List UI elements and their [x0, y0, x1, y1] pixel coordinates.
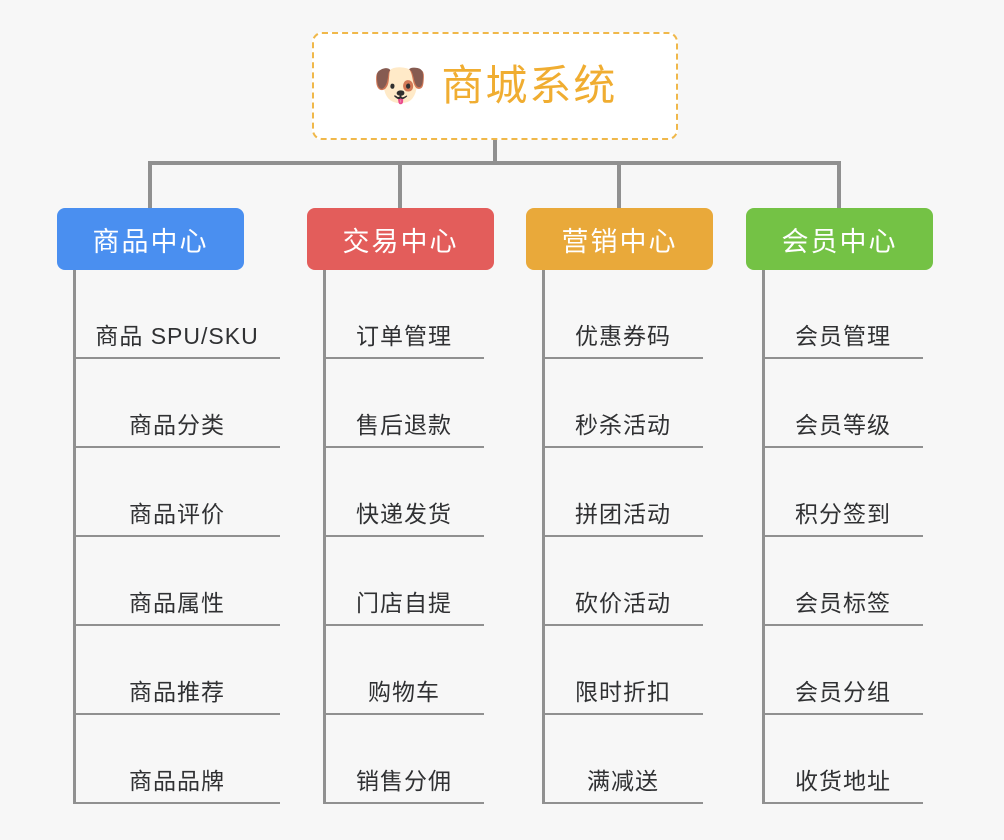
dog-face-icon: 🐶 — [372, 61, 428, 110]
child-item[interactable]: 会员等级 — [763, 359, 923, 448]
child-item[interactable]: 商品推荐 — [74, 626, 280, 715]
child-item[interactable]: 快递发货 — [324, 448, 484, 537]
category-node-product-center[interactable]: 商品中心 — [57, 208, 244, 270]
child-item-label: 快递发货 — [356, 501, 452, 527]
drop-line-trade-center — [398, 161, 402, 209]
child-list-marketing-center: 优惠券码秒杀活动拼团活动砍价活动限时折扣满减送 — [526, 270, 713, 804]
category-column-member-center: 会员中心会员管理会员等级积分签到会员标签会员分组收货地址 — [746, 208, 933, 804]
child-item[interactable]: 积分签到 — [763, 448, 923, 537]
branch-spine-line — [323, 270, 326, 804]
child-item-label: 商品品牌 — [129, 768, 225, 794]
child-item-label: 商品评价 — [129, 501, 225, 527]
child-item-label: 满减送 — [587, 768, 659, 794]
child-item[interactable]: 商品属性 — [74, 537, 280, 626]
branch-spine-line — [762, 270, 765, 804]
child-item[interactable]: 商品 SPU/SKU — [74, 270, 280, 359]
child-item[interactable]: 会员分组 — [763, 626, 923, 715]
child-item-label: 积分签到 — [795, 501, 891, 527]
category-label: 交易中心 — [342, 226, 459, 257]
child-item-label: 砍价活动 — [575, 590, 671, 616]
drop-line-marketing-center — [617, 161, 621, 209]
category-node-marketing-center[interactable]: 营销中心 — [526, 208, 713, 270]
branch-spine-line — [73, 270, 76, 804]
category-node-member-center[interactable]: 会员中心 — [746, 208, 933, 270]
child-list-product-center: 商品 SPU/SKU 商品分类商品评价商品属性商品推荐商品品牌 — [57, 270, 280, 804]
child-item[interactable]: 满减送 — [543, 715, 703, 804]
category-label: 营销中心 — [561, 226, 678, 257]
child-item-label: 商品属性 — [129, 590, 225, 616]
child-list-trade-center: 订单管理售后退款快递发货门店自提购物车销售分佣 — [307, 270, 494, 804]
child-item-label: 商品 SPU/SKU — [95, 323, 259, 349]
child-item-label: 会员标签 — [795, 590, 891, 616]
child-item-label: 订单管理 — [356, 323, 452, 349]
drop-line-member-center — [837, 161, 841, 209]
child-item[interactable]: 秒杀活动 — [543, 359, 703, 448]
child-item-label: 会员分组 — [795, 679, 891, 705]
category-node-trade-center[interactable]: 交易中心 — [307, 208, 494, 270]
category-label: 商品中心 — [92, 226, 209, 257]
child-item-label: 会员等级 — [795, 412, 891, 438]
child-item[interactable]: 商品评价 — [74, 448, 280, 537]
child-item[interactable]: 商品分类 — [74, 359, 280, 448]
child-item-label: 商品推荐 — [129, 679, 225, 705]
child-item[interactable]: 门店自提 — [324, 537, 484, 626]
child-item[interactable]: 购物车 — [324, 626, 484, 715]
child-item[interactable]: 会员标签 — [763, 537, 923, 626]
child-item-label: 收货地址 — [795, 768, 891, 794]
child-item-label: 售后退款 — [356, 412, 452, 438]
child-item-label: 限时折扣 — [575, 679, 671, 705]
child-item-label: 会员管理 — [795, 323, 891, 349]
branch-spine-line — [542, 270, 545, 804]
category-column-product-center: 商品中心商品 SPU/SKU 商品分类商品评价商品属性商品推荐商品品牌 — [57, 208, 280, 804]
category-column-trade-center: 交易中心订单管理售后退款快递发货门店自提购物车销售分佣 — [307, 208, 494, 804]
horizontal-bus-line — [148, 161, 841, 165]
child-item[interactable]: 商品品牌 — [74, 715, 280, 804]
child-list-member-center: 会员管理会员等级积分签到会员标签会员分组收货地址 — [746, 270, 933, 804]
root-title: 商城系统 — [441, 62, 618, 109]
child-item-label: 商品分类 — [129, 412, 225, 438]
child-item[interactable]: 订单管理 — [324, 270, 484, 359]
child-item[interactable]: 砍价活动 — [543, 537, 703, 626]
child-item-label: 购物车 — [368, 679, 440, 705]
category-column-marketing-center: 营销中心优惠券码秒杀活动拼团活动砍价活动限时折扣满减送 — [526, 208, 713, 804]
child-item[interactable]: 限时折扣 — [543, 626, 703, 715]
child-item[interactable]: 收货地址 — [763, 715, 923, 804]
drop-line-product-center — [148, 161, 152, 209]
child-item[interactable]: 优惠券码 — [543, 270, 703, 359]
child-item[interactable]: 售后退款 — [324, 359, 484, 448]
child-item-label: 销售分佣 — [356, 768, 452, 794]
root-node[interactable]: 🐶 商城系统 — [312, 32, 678, 140]
child-item[interactable]: 拼团活动 — [543, 448, 703, 537]
child-item-label: 门店自提 — [356, 590, 452, 616]
child-item-label: 秒杀活动 — [575, 412, 671, 438]
category-label: 会员中心 — [781, 226, 898, 257]
root-stem-line — [493, 140, 497, 164]
child-item[interactable]: 会员管理 — [763, 270, 923, 359]
child-item[interactable]: 销售分佣 — [324, 715, 484, 804]
child-item-label: 拼团活动 — [575, 501, 671, 527]
child-item-label: 优惠券码 — [575, 323, 671, 349]
